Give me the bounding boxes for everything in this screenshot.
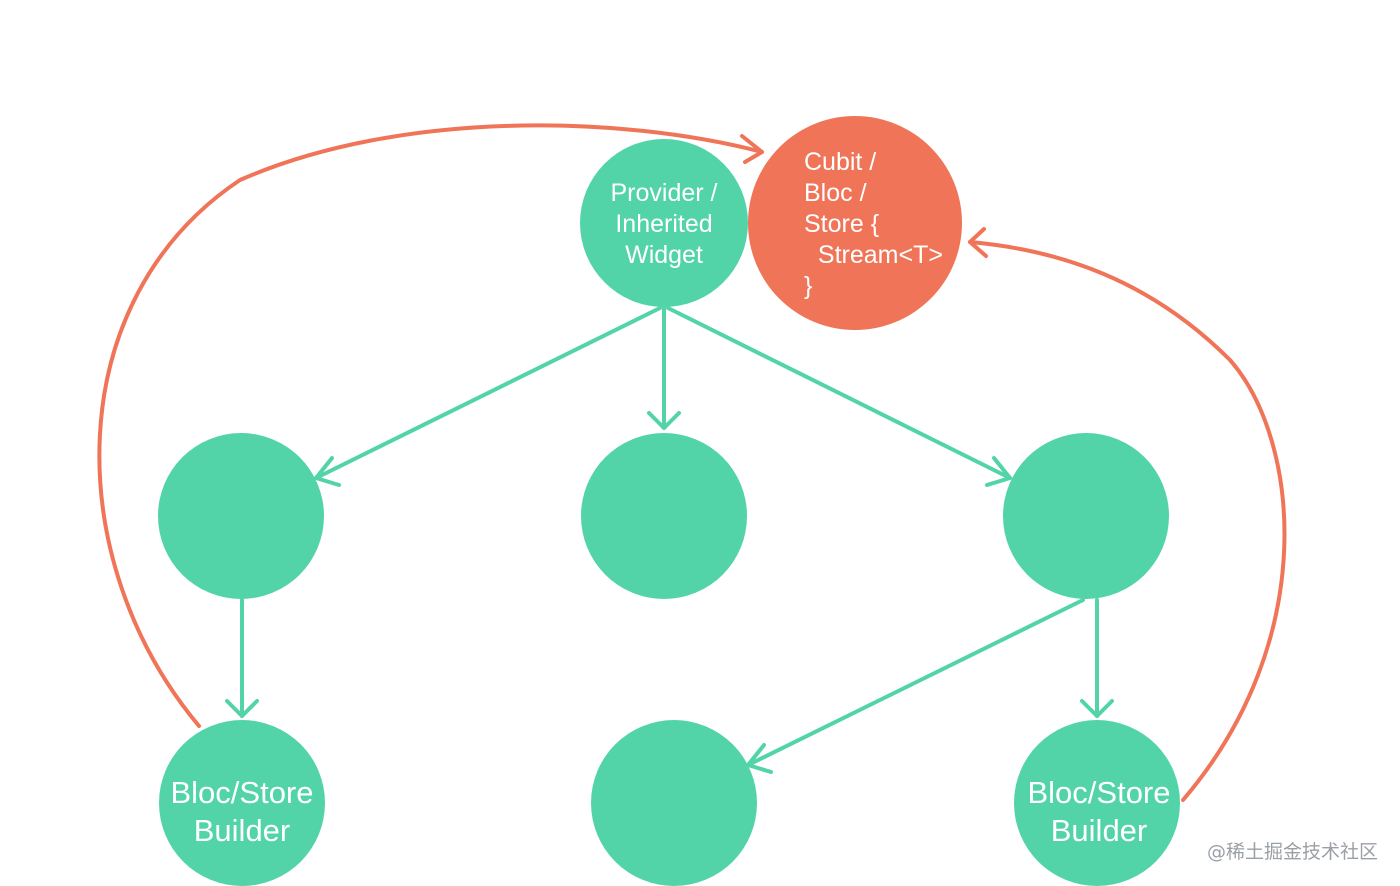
edge-left-builder-to-store xyxy=(97,123,764,728)
left-builder-node xyxy=(159,720,325,886)
edge-right-child-to-right-builder xyxy=(1080,598,1114,718)
edge-right-builder-to-store xyxy=(968,227,1287,802)
left-child-node xyxy=(158,433,324,599)
edge-provider-to-right-child xyxy=(666,306,1012,487)
bottom-center-child-node xyxy=(591,720,757,886)
store-label-line-1: Cubit / xyxy=(804,148,876,176)
edge-provider-to-center-child xyxy=(647,306,681,430)
nodes xyxy=(158,116,1180,886)
store-label-line-4: Stream<T> xyxy=(804,241,943,269)
right-child-node xyxy=(1003,433,1169,599)
provider-label: Provider / Inherited Widget xyxy=(611,179,718,269)
store-label-line-3: Store { xyxy=(804,210,879,238)
provider-node xyxy=(580,139,748,307)
store-node xyxy=(748,116,962,330)
edge-right-child-to-bottom-center-child xyxy=(746,598,1085,774)
provider-label-line-2: Inherited xyxy=(615,210,712,238)
right-builder-node xyxy=(1014,720,1180,886)
edge-left-child-to-left-builder xyxy=(225,598,259,718)
watermark: @稀土掘金技术社区 xyxy=(1206,841,1378,863)
store-label: Cubit / Bloc / Store { Stream<T> } xyxy=(804,148,943,300)
right-builder-label-line-2: Builder xyxy=(1051,813,1148,848)
right-builder-label-line-1: Bloc/Store xyxy=(1027,775,1170,810)
provider-label-line-3: Widget xyxy=(625,241,703,269)
left-builder-label-line-1: Bloc/Store xyxy=(170,775,313,810)
right-builder-label: Bloc/Store Builder xyxy=(1027,775,1170,848)
left-builder-label-line-2: Builder xyxy=(194,813,291,848)
subscription-edges xyxy=(97,123,1287,802)
store-label-line-2: Bloc / xyxy=(804,179,867,207)
left-builder-label: Bloc/Store Builder xyxy=(170,775,313,848)
tree-edges xyxy=(225,306,1114,774)
provider-label-line-1: Provider / xyxy=(611,179,718,207)
center-child-node xyxy=(581,433,747,599)
store-label-line-5: } xyxy=(804,272,812,300)
edge-provider-to-left-child xyxy=(314,306,662,487)
